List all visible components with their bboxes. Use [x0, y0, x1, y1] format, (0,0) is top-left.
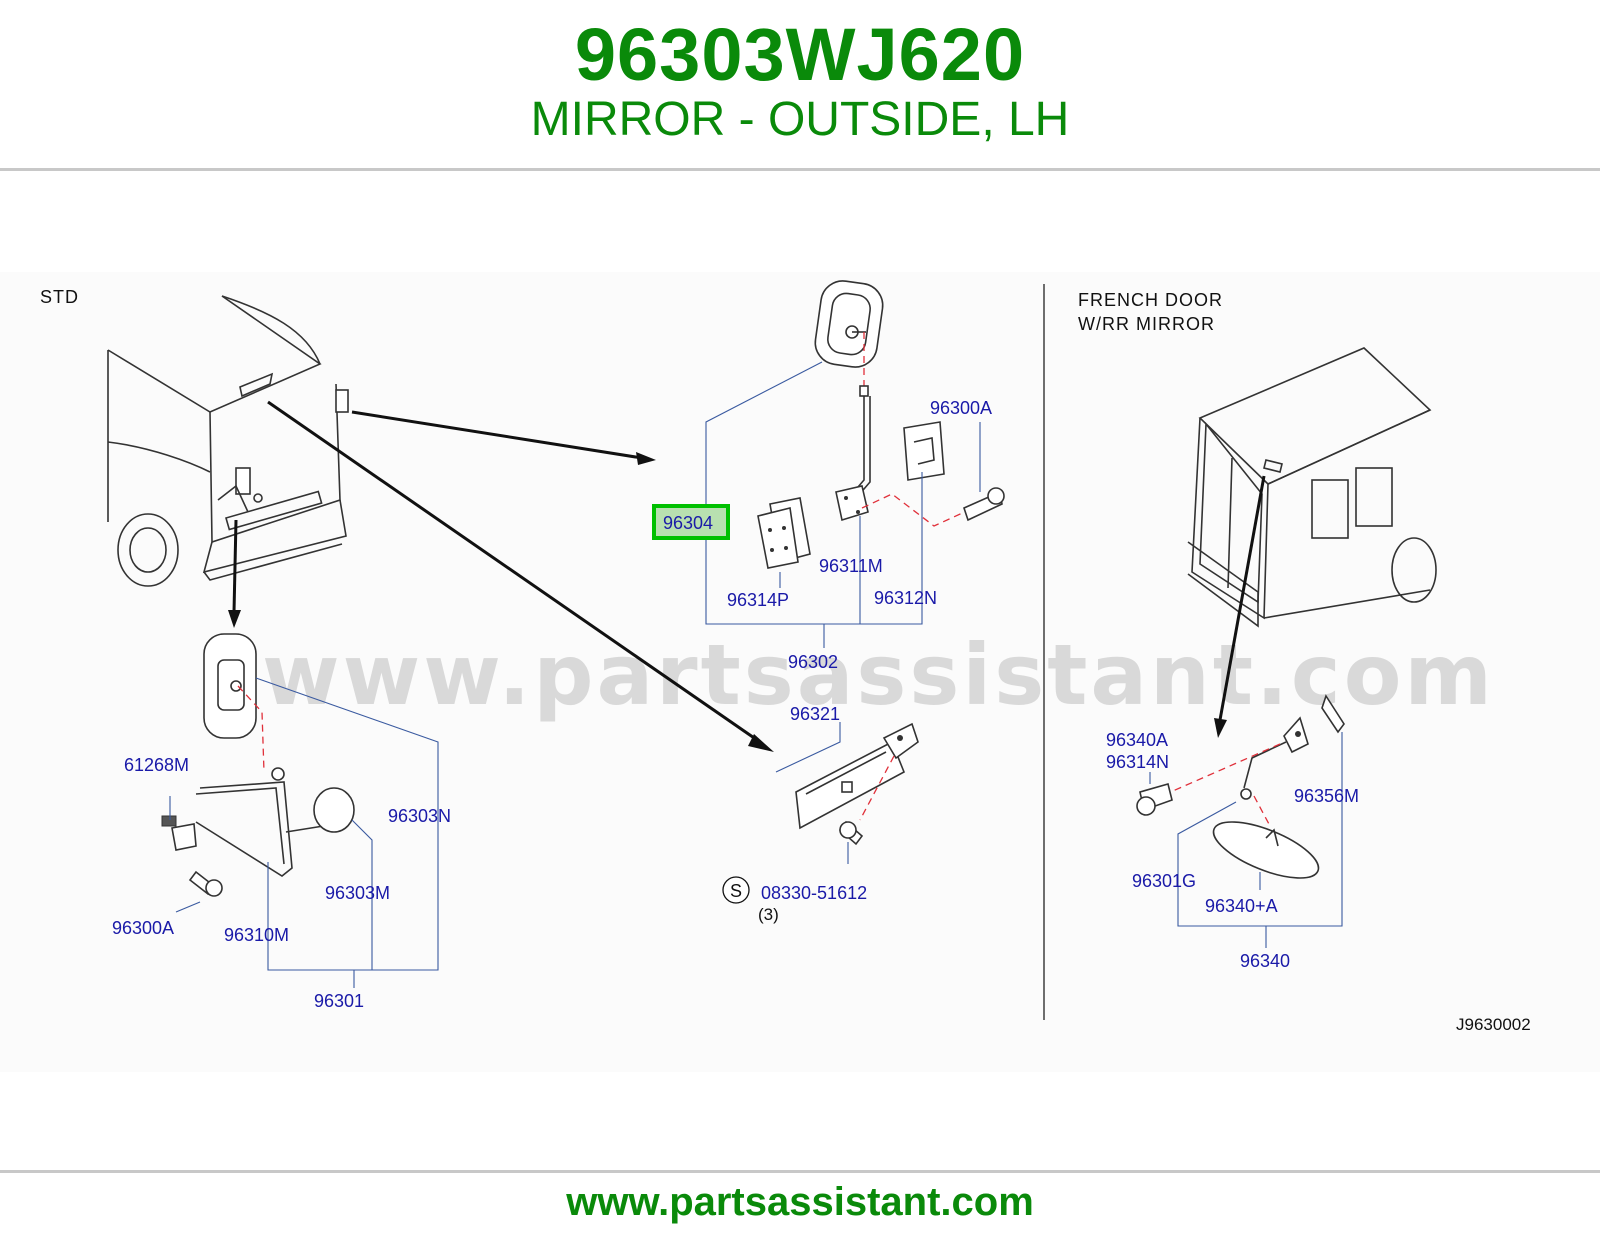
footer-divider [0, 1170, 1600, 1173]
label-96314N[interactable]: 96314N [1106, 752, 1169, 772]
label-96303M[interactable]: 96303M [325, 883, 390, 903]
label-61268M[interactable]: 61268M [124, 755, 189, 775]
diagram-canvas: www.partsassistant.com STD FRENCH DOOR W… [40, 280, 1531, 1034]
diagram-code: J9630002 [1456, 1015, 1531, 1034]
label-96300A-top[interactable]: 96300A [930, 398, 992, 418]
arrow-head-icon [1214, 718, 1227, 738]
label-96310M[interactable]: 96310M [224, 925, 289, 945]
standard-part-symbol [722, 876, 750, 904]
label-96303N[interactable]: 96303N [388, 806, 451, 826]
label-96301G[interactable]: 96301G [1132, 871, 1196, 891]
label-96301[interactable]: 96301 [314, 991, 364, 1011]
section-std-label: STD [40, 287, 79, 307]
part-number-title: 96303WJ620 [574, 13, 1026, 96]
van-front-illustration [107, 295, 349, 587]
mirror-head-assembly [757, 280, 1005, 569]
leader-96303M [351, 819, 373, 970]
leader-96300A-left [175, 901, 201, 913]
std-mirror-assembly [161, 633, 355, 897]
label-96314P[interactable]: 96314P [727, 590, 789, 610]
label-96312N[interactable]: 96312N [874, 588, 937, 608]
label-96340A[interactable]: 96340A [1106, 730, 1168, 750]
arrow-head-icon [228, 610, 241, 628]
footer-link[interactable]: www.partsassistant.com [566, 1180, 1034, 1224]
arrow-to-bracket [267, 400, 761, 744]
arrow-head-icon [748, 734, 774, 752]
watermark-text: www.partsassistant.com [262, 626, 1495, 724]
leader-96301-group [255, 677, 439, 971]
label-96311M[interactable]: 96311M [819, 556, 883, 576]
quantity-label: (3) [758, 905, 779, 924]
rr-mirror-assembly [1136, 694, 1345, 879]
label-08330-51612[interactable]: 08330-51612 [761, 883, 867, 903]
leader-96321 [775, 722, 841, 773]
parts-diagram: www.partsassistant.com STD FRENCH DOOR W… [0, 272, 1600, 1072]
section-rr-mirror-label: W/RR MIRROR [1078, 314, 1215, 334]
leader-96340-group [1177, 732, 1343, 927]
label-96356M[interactable]: 96356M [1294, 786, 1359, 806]
highlight-box-96304[interactable] [652, 504, 730, 540]
label-96340[interactable]: 96340 [1240, 951, 1290, 971]
label-96300A-left[interactable]: 96300A [112, 918, 174, 938]
standard-part-symbol-letter: S [730, 881, 742, 901]
header-divider [0, 168, 1600, 171]
leader-96302-group [705, 361, 923, 625]
section-french-door-label: FRENCH DOOR [1078, 290, 1223, 310]
arrow-to-rear-mirror [1218, 475, 1266, 721]
part-description: MIRROR - OUTSIDE, LH [530, 93, 1070, 146]
arrow-to-std-mirror [232, 519, 238, 613]
label-96340plusA[interactable]: 96340+A [1205, 896, 1278, 916]
arrow-to-mirror-head [351, 410, 643, 460]
arrow-head-icon [636, 452, 656, 465]
bracket-96321-illustration [795, 722, 919, 846]
van-rear-illustration [1187, 347, 1437, 628]
label-96302[interactable]: 96302 [788, 652, 838, 672]
label-96321[interactable]: 96321 [790, 704, 840, 724]
label-96304[interactable]: 96304 [663, 513, 713, 533]
